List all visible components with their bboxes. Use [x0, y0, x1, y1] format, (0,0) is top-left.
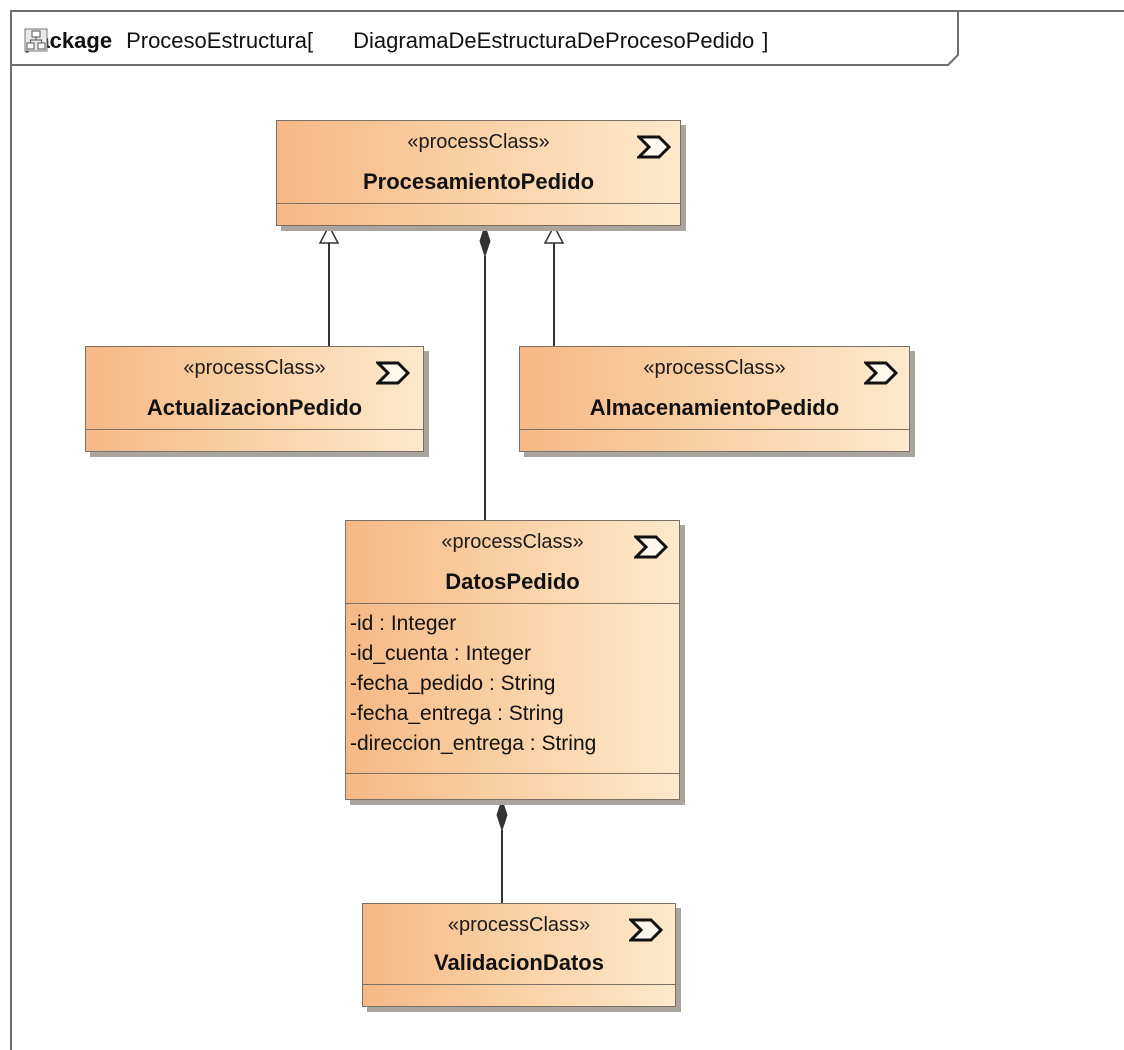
compartment-divider — [346, 603, 679, 604]
compartment-divider — [346, 773, 679, 774]
compartment-divider — [520, 429, 909, 430]
process-chevron-icon — [376, 361, 410, 385]
process-chevron-icon — [629, 918, 663, 942]
class-datos-pedido[interactable]: «processClass» DatosPedido -id : Integer… — [345, 520, 680, 800]
package-header-border — [10, 11, 959, 66]
class-actualizacion-pedido[interactable]: «processClass» ActualizacionPedido — [85, 346, 424, 452]
class-validacion-datos[interactable]: «processClass» ValidacionDatos — [362, 903, 676, 1007]
open-bracket: [ — [307, 28, 314, 53]
generalization-arrowhead-actualizacion — [318, 224, 340, 244]
class-procesamiento-pedido[interactable]: «processClass» ProcesamientoPedido — [276, 120, 681, 226]
diagram-name: DiagramaDeEstructuraDeProcesoPedido — [353, 28, 755, 53]
attribute-direccion-entrega: -direccion_entrega : String — [350, 732, 597, 755]
stereotype-label: «processClass» — [183, 357, 326, 379]
process-chevron-icon — [864, 361, 898, 385]
package-name: ProcesoEstructura — [126, 28, 308, 53]
process-chevron-icon — [637, 135, 671, 159]
class-name: DatosPedido — [445, 569, 580, 594]
class-diagram-icon[interactable] — [24, 28, 347, 53]
compartment-divider — [277, 203, 680, 204]
compartment-divider — [86, 429, 423, 430]
class-name: ValidacionDatos — [434, 950, 604, 975]
process-chevron-icon — [634, 535, 668, 559]
stereotype-label: «processClass» — [441, 531, 584, 553]
stereotype-label: «processClass» — [447, 914, 591, 936]
class-name: ProcesamientoPedido — [362, 169, 595, 194]
class-name: ActualizacionPedido — [146, 395, 363, 420]
stereotype-label: «processClass» — [407, 131, 550, 153]
attribute-id: -id : Integer — [350, 612, 457, 635]
generalization-arrowhead-almacenamiento — [543, 224, 565, 244]
class-almacenamiento-pedido[interactable]: «processClass» AlmacenamientoPedido — [519, 346, 910, 452]
composition-diamond-datos — [496, 798, 508, 832]
close-bracket: ] — [762, 28, 769, 53]
attribute-fecha-entrega: -fecha_entrega : String — [350, 702, 564, 725]
composition-diamond-procesamiento — [479, 224, 491, 258]
attribute-id-cuenta: -id_cuenta : Integer — [350, 642, 531, 665]
package-frame — [10, 10, 1124, 1050]
compartment-divider — [363, 984, 675, 985]
stereotype-label: «processClass» — [643, 357, 786, 379]
attribute-fecha-pedido: -fecha_pedido : String — [350, 672, 556, 695]
attribute-list: -id : Integer -id_cuenta : Integer -fech… — [350, 609, 596, 759]
class-name: AlmacenamientoPedido — [589, 395, 840, 420]
